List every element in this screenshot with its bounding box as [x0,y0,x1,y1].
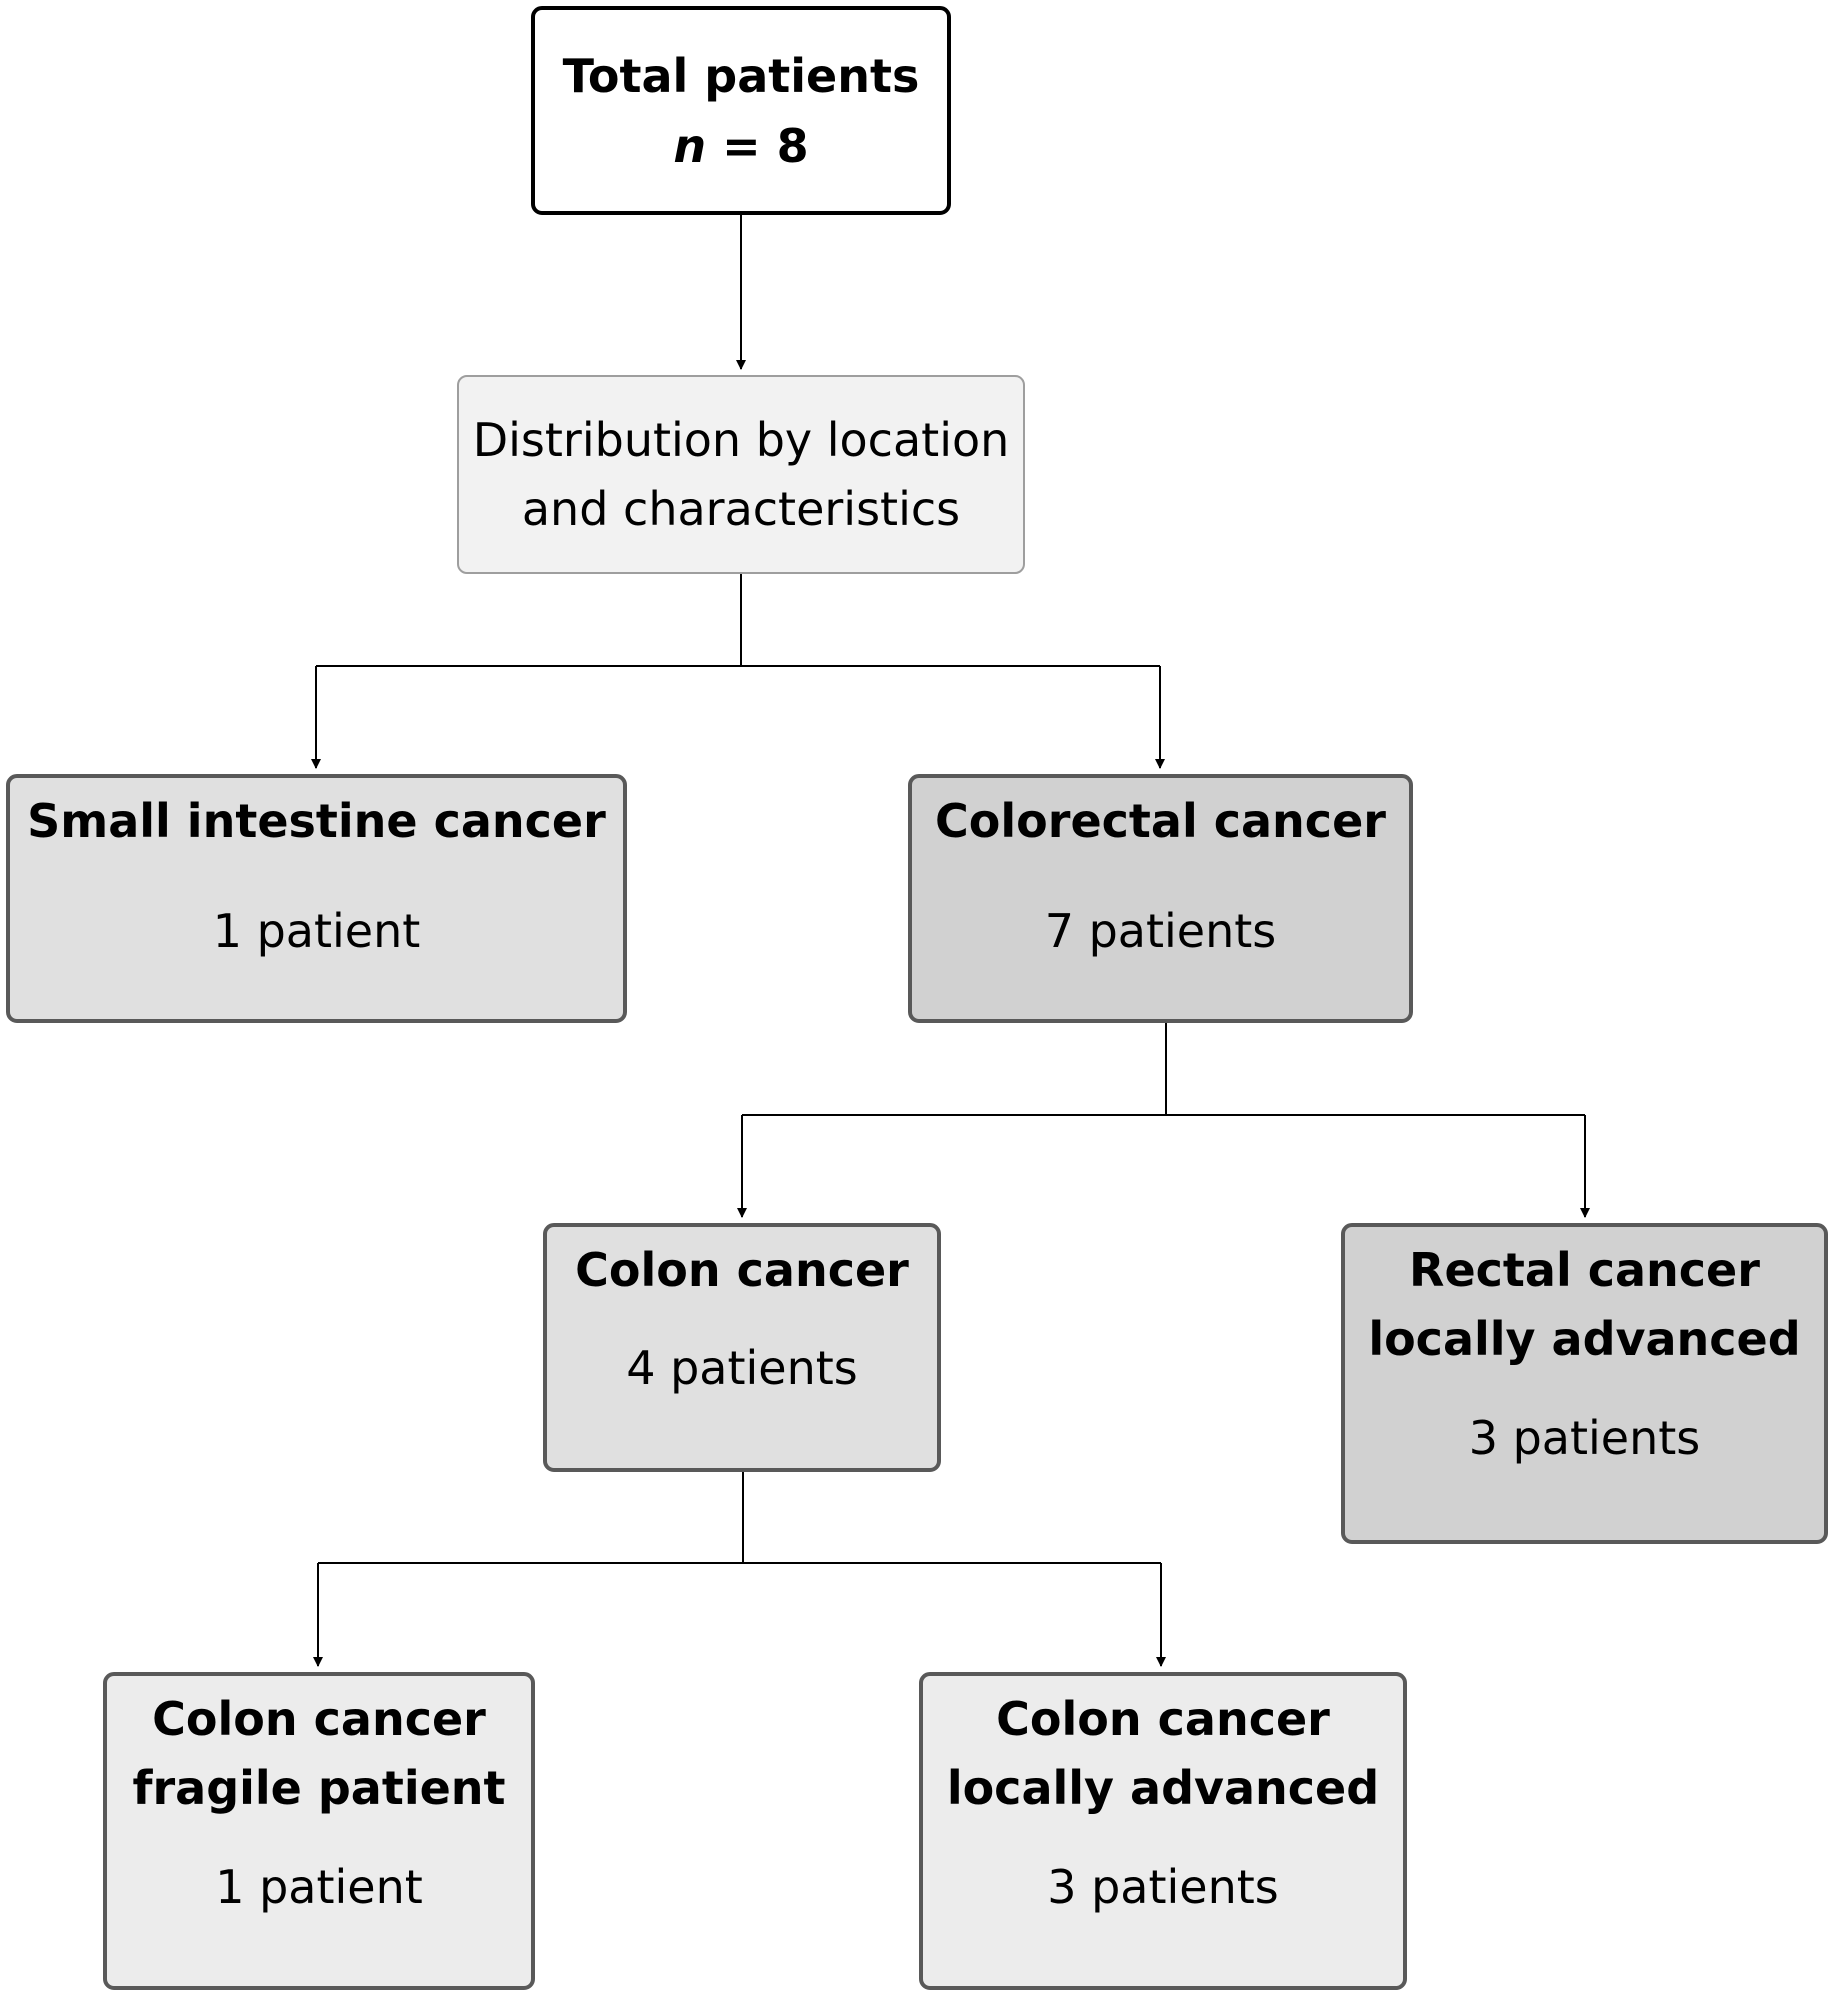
node-small-intestine-count: 1 patient [212,904,421,958]
node-colon-fragile-title-line2: fragile patient [132,1761,506,1815]
node-distribution-line1: Distribution by location [472,412,1010,467]
node-colon-advanced-count: 3 patients [1047,1860,1279,1914]
node-colon-advanced-title-line1: Colon cancer [996,1692,1330,1746]
node-colorectal-cancer: Colorectal cancer 7 patients [908,774,1413,1023]
node-colorectal-title: Colorectal cancer [935,794,1386,848]
node-colon-cancer: Colon cancer 4 patients [543,1223,941,1472]
node-distribution-line2: and characteristics [521,481,961,536]
n-value: = 8 [706,118,809,173]
n-symbol: n [673,118,707,173]
node-small-intestine-title: Small intestine cancer [27,794,606,848]
node-colorectal-count: 7 patients [1044,904,1277,958]
node-total-title: Total patients [562,48,920,103]
node-colon-cancer-advanced: Colon cancer locally advanced 3 patients [919,1672,1407,1990]
node-rectal-title-line1: Rectal cancer [1409,1243,1760,1297]
node-distribution: Distribution by location and characteris… [457,375,1025,574]
node-rectal-title-line2: locally advanced [1368,1312,1801,1366]
node-total-count: n = 8 [673,111,808,181]
node-rectal-count: 3 patients [1468,1411,1701,1465]
node-rectal-cancer: Rectal cancer locally advanced 3 patient… [1341,1223,1828,1544]
node-colon-advanced-title-line2: locally advanced [946,1761,1380,1815]
node-colon-fragile-title-line1: Colon cancer [152,1692,486,1746]
node-colon-count: 4 patients [626,1341,858,1395]
node-colon-cancer-fragile: Colon cancer fragile patient 1 patient [103,1672,535,1990]
node-colon-title: Colon cancer [575,1243,909,1297]
node-small-intestine-cancer: Small intestine cancer 1 patient [6,774,627,1023]
node-total-patients: Total patients n = 8 [531,6,951,215]
node-colon-fragile-count: 1 patient [215,1860,423,1914]
